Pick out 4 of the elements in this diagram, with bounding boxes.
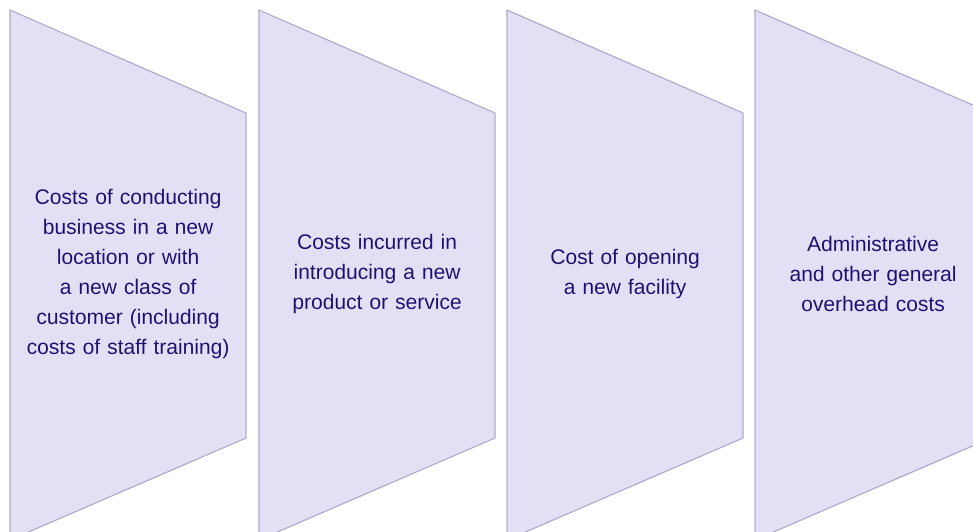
trapezoid-box: Costs of conducting business in a new location or with a new class of customer (including costs of staff training) bbox=[9, 9, 247, 532]
trapezoid-box: Administrative and other general overhead costs bbox=[754, 9, 973, 532]
trapezoid-box: Cost of opening a new facility bbox=[506, 9, 744, 532]
trapezoid-box: Costs incurred in introducing a new product or service bbox=[258, 9, 496, 532]
